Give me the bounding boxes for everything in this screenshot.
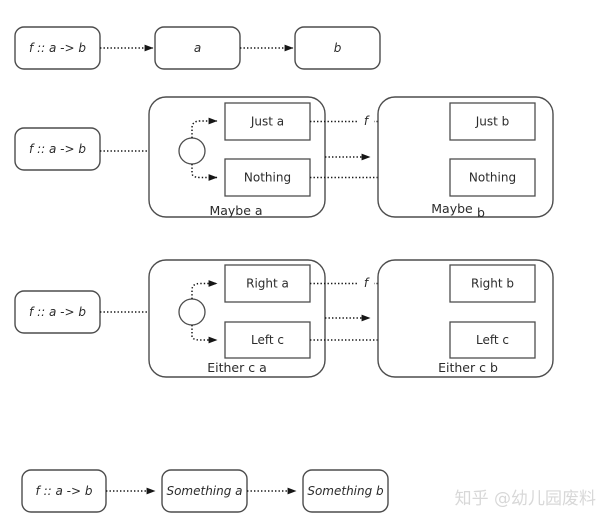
left-c-b-box bbox=[449, 321, 536, 359]
right-b-box bbox=[449, 264, 536, 303]
just-a-label: Just a bbox=[250, 115, 284, 129]
type-b-label: b bbox=[334, 41, 342, 55]
something-b-label: Something b bbox=[307, 484, 384, 498]
function-label: f :: a -> b bbox=[36, 484, 93, 498]
zhihu-watermark: 知乎 @幼儿园废料 bbox=[455, 489, 596, 509]
arrow-junction-to-just-a bbox=[191, 117, 218, 138]
something-a-label: Something a bbox=[166, 484, 242, 498]
function-label: f :: a -> b bbox=[29, 142, 86, 156]
right-b-label: Right b bbox=[471, 277, 514, 291]
f-label-mask bbox=[358, 274, 374, 291]
nothing-a-label: Nothing bbox=[244, 171, 291, 185]
function-label: f :: a -> b bbox=[29, 41, 86, 55]
right-a-box bbox=[224, 264, 311, 303]
either-c-a-caption: Either c a bbox=[207, 360, 267, 375]
pattern-match-junction bbox=[178, 298, 206, 326]
nothing-b-box bbox=[449, 158, 536, 197]
row-something-functor: f :: a -> b Something a Something b bbox=[21, 469, 389, 513]
f-arrow-label: f bbox=[364, 276, 370, 290]
function-label: f :: a -> b bbox=[29, 305, 86, 319]
type-a-label: a bbox=[194, 41, 201, 55]
arrow-junction-to-right-a bbox=[191, 280, 218, 299]
either-c-b-caption: Either c b bbox=[438, 360, 498, 375]
row-plain-function: f :: a -> b a b bbox=[14, 26, 381, 70]
something-b-box bbox=[302, 469, 389, 513]
function-box bbox=[14, 127, 101, 171]
just-a-box bbox=[224, 102, 311, 141]
row-either-functor: f :: a -> b Either c a Right a Left c f … bbox=[14, 259, 554, 378]
maybe-b-caption-sub: b bbox=[477, 205, 485, 220]
maybe-b-caption-main: Maybe bbox=[431, 201, 473, 216]
row-maybe-functor: f :: a -> b Maybe a Just a Nothing f May… bbox=[14, 96, 554, 220]
left-c-b-label: Left c bbox=[476, 333, 509, 347]
pattern-match-junction bbox=[178, 137, 206, 165]
nothing-a-box bbox=[224, 158, 311, 197]
type-b-box bbox=[294, 26, 381, 70]
arrow-junction-to-left-c bbox=[191, 325, 218, 344]
f-arrow-label: f bbox=[364, 114, 370, 128]
maybe-a-caption: Maybe a bbox=[209, 203, 262, 218]
left-c-a-label: Left c bbox=[251, 333, 284, 347]
just-b-label: Just b bbox=[475, 115, 510, 129]
right-a-label: Right a bbox=[246, 277, 289, 291]
f-label-mask bbox=[358, 112, 374, 129]
left-c-a-box bbox=[224, 321, 311, 359]
nothing-b-label: Nothing bbox=[469, 171, 516, 185]
just-b-box bbox=[449, 102, 536, 141]
